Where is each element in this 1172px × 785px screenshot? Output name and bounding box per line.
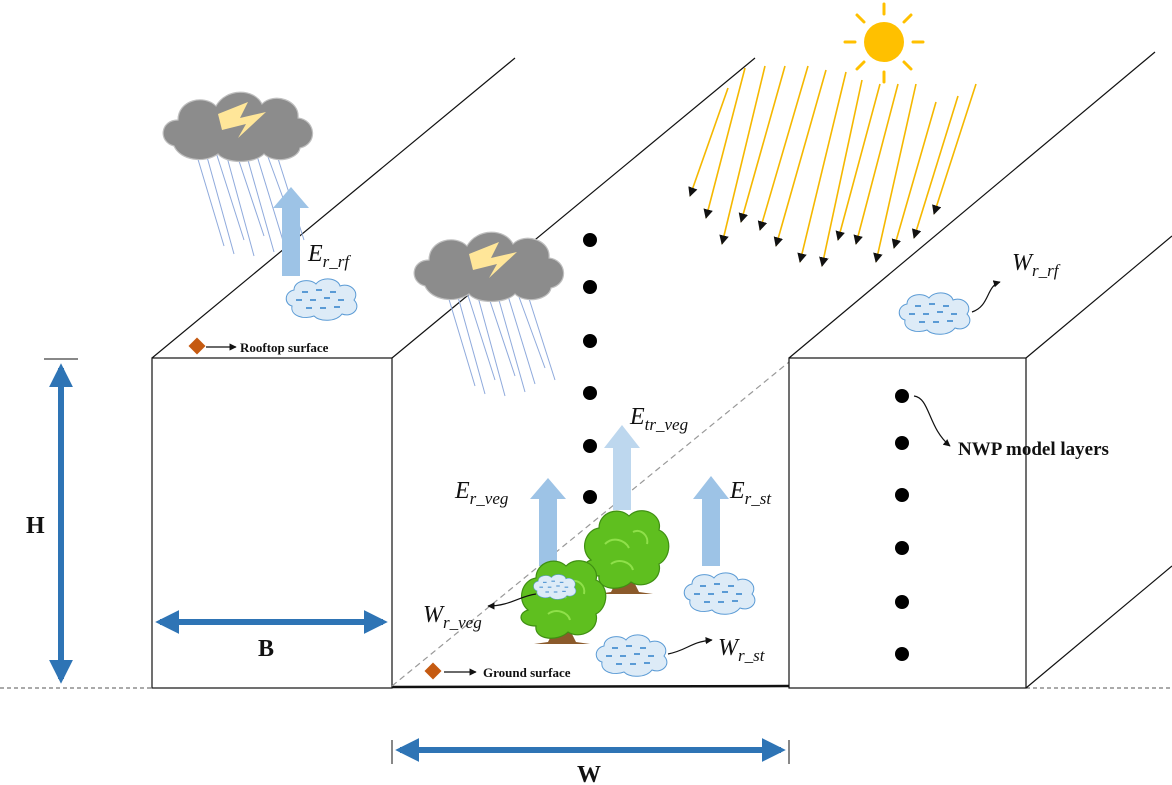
- sun-rays: [688, 65, 977, 267]
- label-e-r-st: Er_st: [729, 478, 772, 508]
- flux-arrow-e-r-st: [693, 476, 729, 566]
- water-puddle-icon: [595, 633, 668, 678]
- label-e-r-veg: Er_veg: [454, 478, 508, 508]
- label-rooftop-surface: Rooftop surface: [240, 340, 329, 355]
- surface-marker-icon: [188, 337, 206, 355]
- label-w-r-st: Wr_st: [718, 635, 766, 665]
- label-nwp-layers: NWP model layers: [958, 439, 1109, 460]
- label-e-r-rf: Er_rf: [307, 241, 351, 271]
- surface-marker-icon: [424, 662, 442, 680]
- pointer-arrows: [206, 280, 1001, 676]
- label-w-r-veg: Wr_veg: [423, 602, 482, 632]
- tree-icon: [520, 559, 607, 645]
- sun-icon: [843, 2, 925, 84]
- canyon-diagonal: [391, 361, 790, 687]
- nwp-layer-dots-right: [895, 389, 909, 661]
- label-b: B: [258, 636, 274, 662]
- ground-baseline: [0, 684, 1172, 689]
- label-w: W: [577, 762, 601, 785]
- right-building: [788, 51, 1172, 689]
- flux-arrow-e-tr-veg: [604, 425, 640, 510]
- label-w-r-rf: Wr_rf: [1012, 250, 1061, 280]
- label-ground-surface: Ground surface: [483, 665, 571, 680]
- left-building: [151, 57, 756, 689]
- water-puddle-icon: [285, 277, 358, 322]
- flux-arrow-e-r-veg: [530, 478, 566, 566]
- storm-cloud-icon: [413, 231, 565, 397]
- label-e-tr-veg: Etr_veg: [629, 404, 688, 434]
- label-h: H: [26, 513, 45, 539]
- flux-arrow-e-r-rf: [273, 187, 309, 276]
- dimension-ticks: [44, 358, 790, 764]
- water-puddle-icon: [898, 291, 971, 336]
- water-puddle-icon: [532, 573, 577, 600]
- nwp-layer-dots-canyon: [583, 233, 597, 504]
- dimension-arrows: [49, 363, 786, 762]
- water-puddle-icon: [683, 571, 756, 616]
